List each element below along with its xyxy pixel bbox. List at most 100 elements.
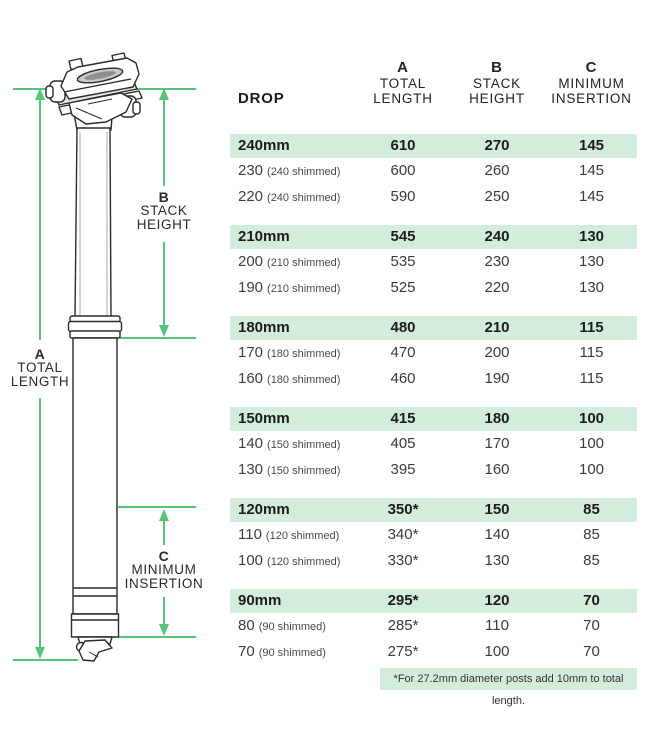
table-row: 140(150 shimmed) 405 170 100 <box>230 431 637 457</box>
table-row: 130(150 shimmed) 395 160 100 <box>230 457 637 483</box>
table-row: 230(240 shimmed) 600 260 145 <box>230 158 637 184</box>
drop-value: 170 <box>238 344 264 361</box>
col-header-total-length: A TOTAL LENGTH <box>373 59 433 106</box>
drop-group-180: 180mm 480 210 115 170(180 shimmed) 470 2… <box>230 315 637 392</box>
table-row: 150mm 415 180 100 <box>230 406 637 431</box>
drop-group-120: 120mm 350* 150 85 110(120 shimmed) 340* … <box>230 497 637 574</box>
shim-note: (210 shimmed) <box>267 257 341 269</box>
stack-height-value: 210 <box>484 319 510 336</box>
total-length-value: 415 <box>390 410 416 427</box>
table-header: DROP A TOTAL LENGTH B STACK HEIGHT C MIN… <box>230 60 637 107</box>
stack-height-value: 240 <box>484 228 510 245</box>
drop-value: 180mm <box>238 319 290 336</box>
stack-height-value: 120 <box>484 592 510 609</box>
col-header-stack-height: B STACK HEIGHT <box>469 59 525 106</box>
table-row: 80(90 shimmed) 285* 110 70 <box>230 613 637 639</box>
total-length-value: 340* <box>387 526 419 543</box>
shim-note: (150 shimmed) <box>267 465 341 477</box>
min-insertion-value: 130 <box>578 228 605 245</box>
dimension-lines <box>13 88 196 661</box>
total-length-value: 285* <box>387 617 419 634</box>
total-length-value: 395 <box>390 461 416 478</box>
stack-height-value: 100 <box>484 643 510 660</box>
drop-value: 90mm <box>238 592 282 609</box>
seatpost-lower-tube <box>70 337 120 638</box>
dim-letter-b: B <box>158 189 170 205</box>
drop-value: 190 <box>238 279 264 296</box>
drop-value: 70 <box>238 643 255 660</box>
seatpost-upper-tube <box>72 103 114 319</box>
total-length-value: 525 <box>390 279 416 296</box>
stack-height-value: 140 <box>484 526 510 543</box>
table-footnote: *For 27.2mm diameter posts add 10mm to t… <box>380 668 637 707</box>
shim-note: (210 shimmed) <box>267 283 341 295</box>
min-insertion-value: 70 <box>583 592 600 609</box>
drop-group-240: 240mm 610 270 145 230(240 shimmed) 600 2… <box>230 133 637 210</box>
total-length-value: 590 <box>390 188 416 205</box>
drop-value: 130 <box>238 461 264 478</box>
table-row: 240mm 610 270 145 <box>230 133 637 158</box>
table-row: 190(210 shimmed) 525 220 130 <box>230 275 637 301</box>
min-insertion-value: 100 <box>578 410 605 427</box>
drop-value: 210mm <box>238 228 290 245</box>
total-length-value: 480 <box>390 319 416 336</box>
drop-group-210: 210mm 545 240 130 200(210 shimmed) 535 2… <box>230 224 637 301</box>
min-insertion-value: 145 <box>578 137 605 154</box>
total-length-value: 295* <box>387 592 419 609</box>
drop-value: 230 <box>238 162 264 179</box>
table-row: 100(120 shimmed) 330* 130 85 <box>230 548 637 574</box>
min-insertion-value: 100 <box>578 461 605 478</box>
table-row: 160(180 shimmed) 460 190 115 <box>230 366 637 392</box>
shim-note: (90 shimmed) <box>258 647 326 659</box>
drop-group-90: 90mm 295* 120 70 80(90 shimmed) 285* 110… <box>230 588 637 665</box>
shim-note: (240 shimmed) <box>267 192 341 204</box>
shim-note: (90 shimmed) <box>258 621 326 633</box>
min-insertion-value: 85 <box>583 501 600 518</box>
stack-height-value: 200 <box>484 344 510 361</box>
stack-height-value: 260 <box>484 162 510 179</box>
stack-height-value: 220 <box>484 279 510 296</box>
stack-height-value: 110 <box>485 617 509 634</box>
dim-label-minimum-insertion: C MINIMUM INSERTION <box>109 549 219 591</box>
drop-value: 140 <box>238 435 264 452</box>
drop-value: 110 <box>238 526 262 543</box>
dim-letter-c: C <box>158 548 170 564</box>
total-length-value: 535 <box>390 253 416 270</box>
table-row: 70(90 shimmed) 275* 100 70 <box>230 639 637 665</box>
total-length-value: 545 <box>390 228 416 245</box>
stack-height-value: 180 <box>484 410 510 427</box>
total-length-value: 470 <box>390 344 416 361</box>
min-insertion-value: 70 <box>583 617 600 634</box>
table-row: 90mm 295* 120 70 <box>230 588 637 613</box>
dim-label-stack-height: B STACK HEIGHT <box>109 190 219 232</box>
min-insertion-value: 130 <box>578 253 605 270</box>
stack-height-value: 230 <box>484 253 510 270</box>
table-row: 120mm 350* 150 85 <box>230 497 637 522</box>
total-length-value: 275* <box>387 643 419 660</box>
min-insertion-value: 70 <box>583 643 600 660</box>
total-length-value: 600 <box>390 162 416 179</box>
seatpost-collar <box>67 315 123 339</box>
saddle-clamp-icon <box>45 52 143 125</box>
min-insertion-value: 130 <box>578 279 605 296</box>
min-insertion-value: 115 <box>579 370 604 387</box>
shim-note: (150 shimmed) <box>267 439 341 451</box>
actuator-lever-icon <box>75 636 113 662</box>
table-row: 180mm 480 210 115 <box>230 315 637 340</box>
table-row: 210mm 545 240 130 <box>230 224 637 249</box>
stack-height-value: 150 <box>484 501 510 518</box>
dim-letter-a: A <box>34 346 46 362</box>
col-header-minimum-insertion: C MINIMUM INSERTION <box>551 59 632 106</box>
dim-label-total-length: A TOTAL LENGTH <box>0 347 95 389</box>
drop-value: 100 <box>238 552 264 569</box>
shim-note: (240 shimmed) <box>267 166 341 178</box>
table-row: 170(180 shimmed) 470 200 115 <box>230 340 637 366</box>
stack-height-value: 170 <box>484 435 510 452</box>
table-row: 110(120 shimmed) 340* 140 85 <box>230 522 637 548</box>
min-insertion-value: 115 <box>579 344 604 361</box>
seatpost-illustration <box>13 52 196 662</box>
total-length-value: 330* <box>387 552 419 569</box>
min-insertion-value: 115 <box>579 319 604 336</box>
stack-height-value: 270 <box>484 137 510 154</box>
